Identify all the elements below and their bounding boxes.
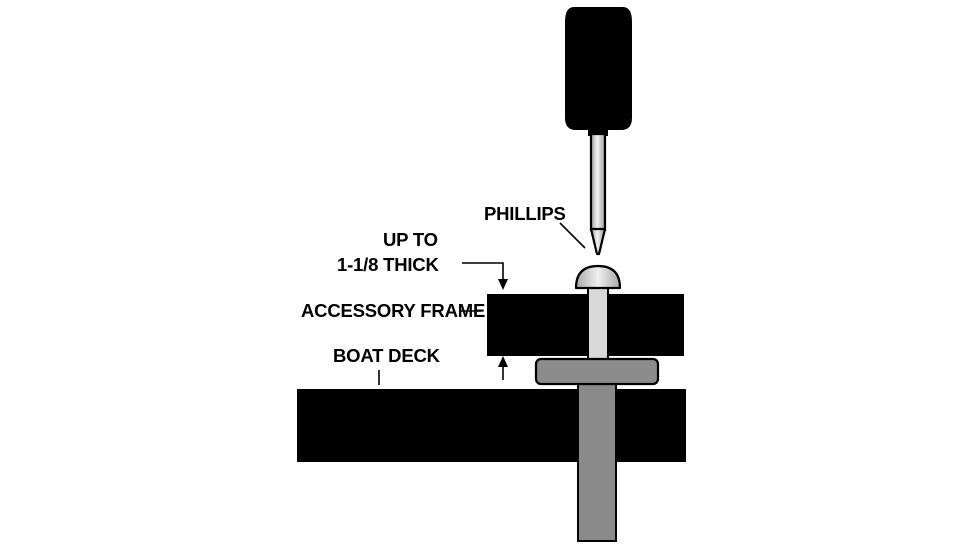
screwdriver-tip [589, 227, 607, 256]
thickness-leader-line [462, 262, 504, 279]
screwdriver-shaft [589, 132, 607, 232]
threaded-rod [577, 380, 617, 542]
screwdriver-icon [565, 7, 632, 256]
boat-deck-label: BOAT DECK [333, 345, 441, 366]
screw [574, 264, 622, 362]
accessory-frame-label: ACCESSORY FRAME [301, 300, 485, 321]
screw-head [574, 264, 622, 290]
phillips-label: PHILLIPS [484, 203, 566, 224]
boat-deck [297, 389, 686, 462]
washer-flange [534, 357, 660, 386]
thickness-arrow-bottom [498, 356, 508, 367]
threaded-insert [534, 357, 660, 542]
phillips-leader-line [559, 222, 586, 249]
thickness-label-line1: UP TO [383, 229, 438, 250]
screw-shank [587, 282, 609, 362]
thickness-label-line2: 1-1/8 THICK [337, 254, 439, 275]
accessory-frame [487, 294, 684, 356]
screwdriver-ferrule [588, 128, 608, 136]
screwdriver-handle [565, 7, 632, 130]
thickness-arrow-top [498, 279, 508, 290]
